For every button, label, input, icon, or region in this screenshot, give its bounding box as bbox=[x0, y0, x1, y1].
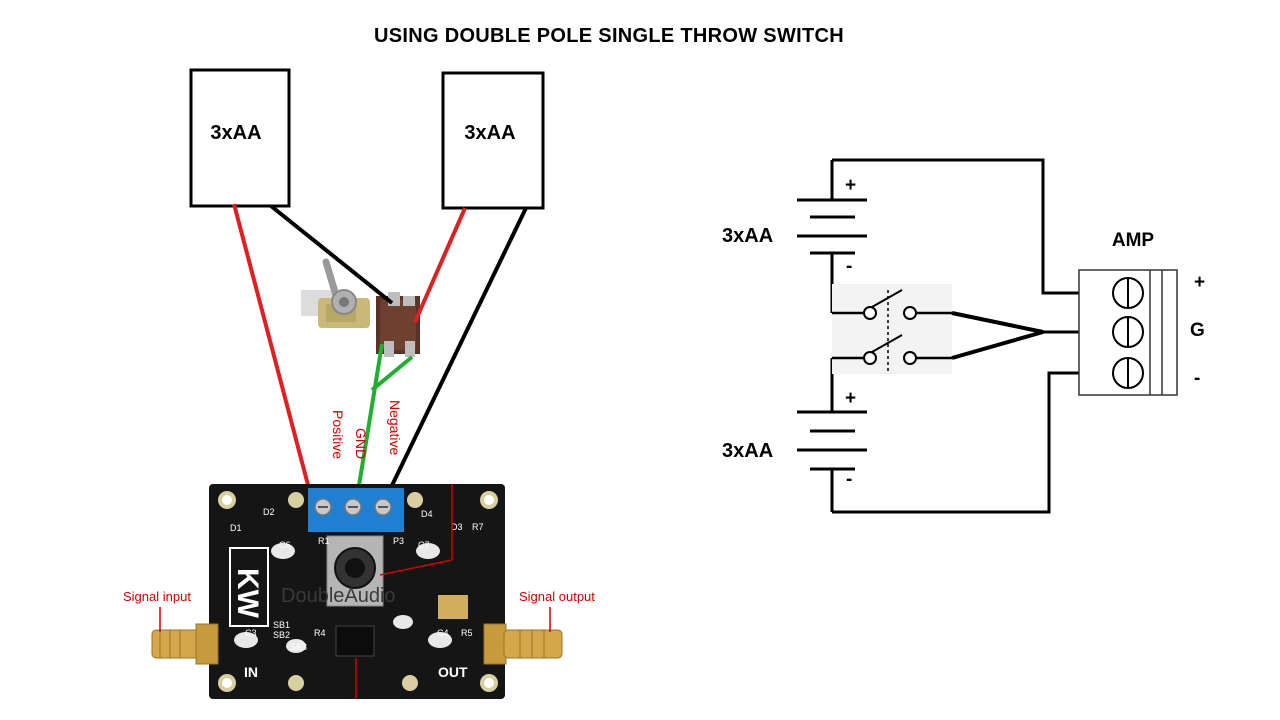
amp-label: AMP bbox=[1112, 230, 1155, 251]
amp-terminal-minus: - bbox=[1194, 368, 1200, 389]
svg-text:R4: R4 bbox=[314, 628, 326, 638]
svg-text:SB3: SB3 bbox=[290, 642, 307, 652]
left-wires bbox=[232, 203, 528, 505]
board-logo: KW bbox=[231, 568, 264, 619]
svg-text:R7: R7 bbox=[472, 522, 484, 532]
battery-bottom-label: 3xAA bbox=[722, 440, 773, 462]
svg-text:R5: R5 bbox=[461, 628, 473, 638]
svg-text:P3: P3 bbox=[393, 536, 404, 546]
amplifier-board: KW IN OUT DoubleAudio D1 D2 D4 D3 R7 C6 … bbox=[209, 484, 505, 699]
battery-bottom-minus: - bbox=[846, 469, 852, 490]
battery-bottom-plus: + bbox=[845, 388, 856, 409]
label-gnd: GND bbox=[353, 428, 369, 459]
battery-pack-left-label: 3xAA bbox=[210, 122, 261, 144]
black-wire-right bbox=[382, 207, 528, 503]
battery-pack-right: 3xAA bbox=[441, 71, 545, 210]
amp-terminal-block bbox=[1078, 269, 1178, 396]
red-wire-left bbox=[232, 203, 315, 505]
signal-input-label: Signal input bbox=[123, 589, 191, 604]
board-watermark: DoubleAudio bbox=[281, 585, 396, 607]
battery-symbol-top: + - bbox=[797, 160, 867, 313]
svg-text:D2: D2 bbox=[263, 507, 275, 517]
board-out-label: OUT bbox=[438, 664, 468, 680]
svg-text:C6: C6 bbox=[279, 540, 291, 550]
battery-pack-left: 3xAA bbox=[189, 68, 291, 208]
green-wire-a bbox=[354, 343, 384, 505]
diagram-title: USING DOUBLE POLE SINGLE THROW SWITCH bbox=[374, 25, 844, 47]
svg-text:D1: D1 bbox=[230, 523, 242, 533]
battery-top-label: 3xAA bbox=[722, 225, 773, 247]
terminal-labels: Positive GND Negative bbox=[330, 400, 403, 459]
red-wire-right bbox=[413, 207, 467, 323]
battery-pack-right-label: 3xAA bbox=[464, 122, 515, 144]
signal-output-label: Signal output bbox=[519, 589, 595, 604]
svg-text:C3: C3 bbox=[245, 628, 257, 638]
label-negative: Negative bbox=[387, 400, 403, 455]
black-wire-left bbox=[269, 204, 394, 305]
sma-connector-output bbox=[483, 623, 563, 665]
svg-text:SB1: SB1 bbox=[273, 620, 290, 630]
battery-top-minus: - bbox=[846, 256, 852, 277]
dpst-toggle-switch bbox=[301, 258, 420, 357]
sma-connector-input bbox=[151, 623, 219, 665]
amp-terminal-plus: + bbox=[1194, 272, 1205, 293]
amp-terminal-g: G bbox=[1190, 320, 1205, 341]
svg-text:D4: D4 bbox=[421, 509, 433, 519]
svg-text:SB2: SB2 bbox=[273, 630, 290, 640]
battery-symbol-bottom: + - bbox=[797, 358, 867, 512]
green-wire-b bbox=[370, 355, 414, 392]
svg-text:C7: C7 bbox=[418, 540, 430, 550]
svg-text:C4: C4 bbox=[437, 628, 449, 638]
label-positive: Positive bbox=[330, 410, 346, 459]
battery-top-plus: + bbox=[845, 175, 856, 196]
svg-text:D3: D3 bbox=[451, 522, 463, 532]
board-in-label: IN bbox=[244, 664, 258, 680]
svg-text:R1: R1 bbox=[318, 536, 330, 546]
dpst-switch-symbol bbox=[832, 284, 952, 374]
